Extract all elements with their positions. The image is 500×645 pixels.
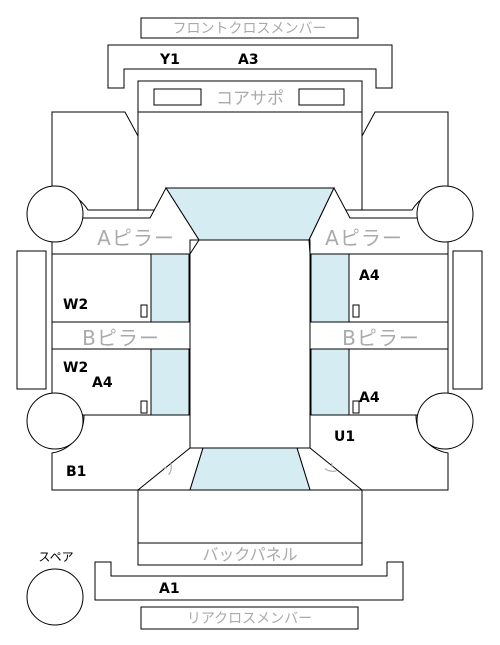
roof[interactable] — [189, 239, 311, 449]
trunk-lid[interactable] — [137, 489, 363, 544]
code-u1: U1 — [334, 429, 355, 445]
code-a1: A1 — [159, 581, 180, 597]
rear-bumper[interactable] — [94, 561, 404, 601]
rear-window-right[interactable] — [310, 348, 350, 416]
code-b1: B1 — [66, 464, 86, 480]
mirror-left-lower[interactable] — [140, 400, 148, 414]
side-step-right[interactable] — [452, 250, 483, 390]
spare-label: スペア — [38, 550, 73, 564]
front-cross-member-label: フロントクロスメンバー — [173, 21, 327, 37]
spare-tire[interactable] — [26, 568, 84, 626]
a-pillar-left-label: Aピラー — [97, 226, 175, 250]
a-pillar-right-label: Aピラー — [325, 226, 403, 250]
rear-quarter-left[interactable] — [51, 414, 191, 491]
code-w2-left-lower: W2 — [63, 360, 88, 376]
core-support-label: コアサポ — [216, 89, 284, 109]
headlight-right[interactable] — [298, 88, 345, 106]
b-pillar-right-label: Bピラー — [342, 326, 420, 350]
code-y1: Y1 — [159, 52, 180, 68]
b-pillar-left[interactable] — [51, 321, 191, 350]
code-a4-right-upper: A4 — [359, 268, 380, 284]
mirror-right-lower[interactable] — [352, 400, 360, 414]
rear-window-left[interactable] — [150, 348, 190, 416]
front-bumper[interactable] — [107, 44, 393, 89]
wheel-rear-left[interactable] — [26, 392, 84, 450]
code-a4-right-lower: A4 — [359, 390, 380, 406]
back-panel-box[interactable] — [137, 542, 363, 566]
wheel-front-right[interactable] — [416, 185, 474, 243]
b-pillar-left-label: Bピラー — [82, 326, 160, 350]
headlight-left[interactable] — [153, 88, 202, 106]
code-w2-left-upper: W2 — [63, 297, 88, 313]
rear-quarter-right[interactable] — [309, 414, 449, 491]
front-window-right[interactable] — [310, 253, 350, 323]
front-cross-member-box[interactable] — [140, 17, 359, 39]
wheel-front-left[interactable] — [26, 185, 84, 243]
side-step-left[interactable] — [16, 250, 47, 390]
rear-cross-member-label: リアクロスメンバー — [187, 611, 312, 627]
back-panel-label: バックパネル — [202, 545, 297, 564]
code-a3: A3 — [238, 52, 259, 68]
wheel-rear-right[interactable] — [416, 392, 474, 450]
mirror-right-upper[interactable] — [352, 304, 360, 318]
rear-cross-member-box[interactable] — [140, 606, 359, 630]
front-window-left[interactable] — [150, 253, 190, 323]
mirror-left-upper[interactable] — [140, 304, 148, 318]
rear-window[interactable] — [189, 447, 311, 491]
code-a4-left-lower: A4 — [92, 375, 113, 391]
